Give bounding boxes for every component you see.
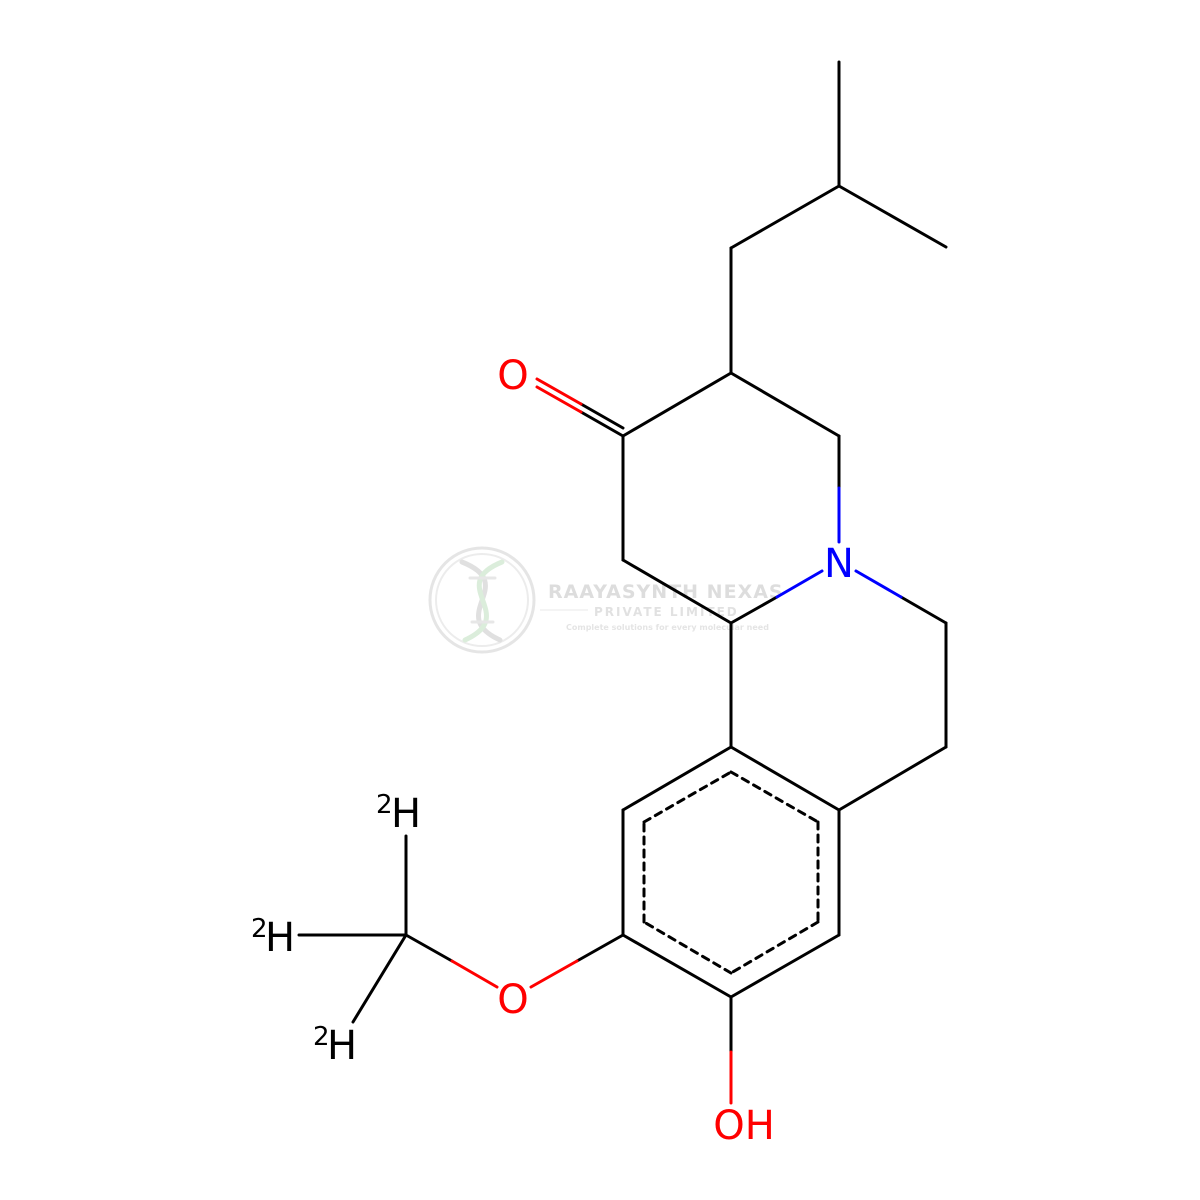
watermark-company: RAAYASYNTH NEXAS <box>548 581 784 603</box>
watermark-tagline: Complete solutions for every molecular n… <box>566 623 769 632</box>
watermark-logo-ring-inner <box>435 553 529 647</box>
bond-c1-c11b <box>621 558 733 625</box>
bond-ar-4 <box>621 933 733 999</box>
bond-c3-c2 <box>621 371 733 438</box>
bond-c11b-n-black <box>729 595 779 625</box>
atom-ring-nitrogen: N <box>824 541 854 587</box>
watermark-subtitle: PRIVATE LIMITED <box>594 605 739 619</box>
deuterium-left-element: H <box>265 915 295 961</box>
bond-isobutyl-ch <box>729 184 841 250</box>
atom-hydroxyl: OH <box>713 1103 775 1149</box>
hetero-bonds <box>450 377 903 1105</box>
deuterium-left-isotope: 2 <box>251 914 268 944</box>
bonds <box>297 60 948 1054</box>
bond-c10-o-red <box>529 959 579 989</box>
bond-co-1-black <box>579 410 625 438</box>
bond-co-2-red <box>535 377 583 406</box>
deuterium-bottom-element: H <box>327 1023 357 1069</box>
bond-c11b-n-blue <box>775 569 824 599</box>
aromatic-inner-ring <box>642 770 820 975</box>
bond-cd3-d-bottom <box>351 933 408 1024</box>
atom-deuterium-left: 2 H <box>251 914 295 961</box>
bond-co-1-red <box>535 385 583 414</box>
atom-ketone-oxygen: O <box>497 353 528 399</box>
dna-helix-icon <box>459 559 505 643</box>
bond-n-c6-black <box>899 595 948 625</box>
bond-methyl-right <box>837 184 948 249</box>
watermark-logo-ring <box>428 546 536 654</box>
bond-ar-1 <box>729 745 841 812</box>
deuterium-top-element: H <box>391 791 421 837</box>
bond-co-2-black <box>579 402 625 430</box>
bond-c3-c4 <box>729 371 841 438</box>
bond-n-c6-blue <box>854 569 903 599</box>
deuterium-top-isotope: 2 <box>376 790 393 820</box>
watermark: RAAYASYNTH NEXAS PRIVATE LIMITED Complet… <box>428 546 784 654</box>
bond-ar-3 <box>729 933 841 999</box>
bond-o-cd3-red <box>450 959 499 989</box>
bond-c10-o-black <box>575 933 625 963</box>
deuterium-bottom-isotope: 2 <box>313 1022 330 1052</box>
bond-c7-c7a <box>837 745 948 812</box>
bond-ar-6 <box>621 745 733 812</box>
atom-deuterium-bottom: 2 H <box>313 1022 357 1069</box>
atom-ether-oxygen: O <box>497 977 528 1023</box>
atom-deuterium-top: 2 H <box>376 790 421 837</box>
atom-labels: O N O OH 2 H 2 H 2 H <box>251 353 854 1149</box>
bond-o-cd3-black <box>404 933 454 963</box>
